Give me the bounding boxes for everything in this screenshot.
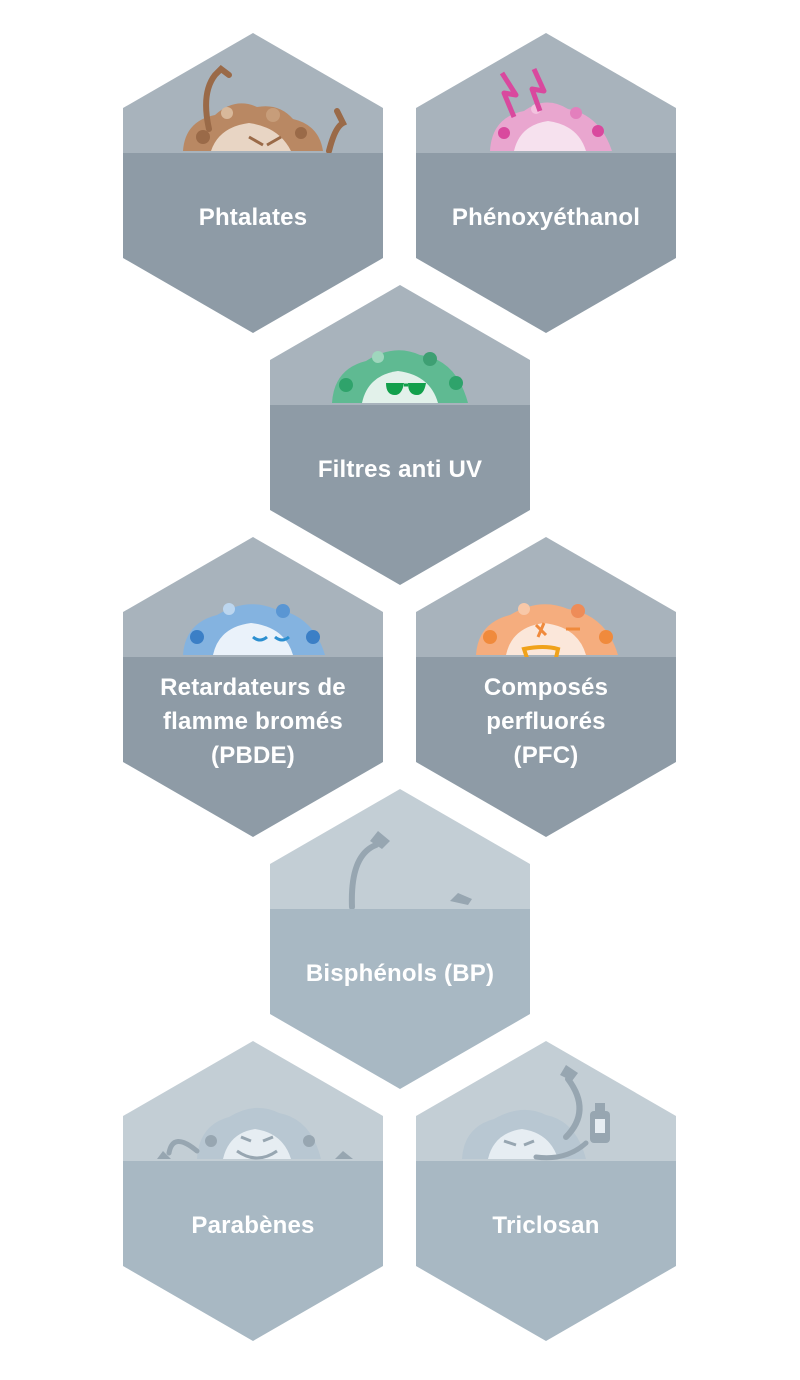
grey-hook-arm-icon xyxy=(348,831,472,910)
brown-creature-with-arms-icon xyxy=(183,65,348,154)
hex-composes-perfluores[interactable]: Composés perfluorés (PFC) xyxy=(416,537,676,837)
pink-creature-with-lightning-antennae-icon xyxy=(490,67,612,151)
grey-creature-with-spray-bottle-icon xyxy=(462,1065,610,1161)
grey-grinning-creature-icon xyxy=(157,1107,353,1160)
hex-phenoxyethanol[interactable]: Phénoxyéthanol xyxy=(416,33,676,333)
hex-triclosan[interactable]: Triclosan xyxy=(416,1041,676,1341)
hex-bottom xyxy=(123,153,383,333)
hex-top xyxy=(123,33,383,153)
hex-filtres-anti-uv[interactable]: Filtres anti UV xyxy=(270,285,530,585)
hex-parabenes[interactable]: Parabènes xyxy=(123,1041,383,1341)
green-creature-with-sunglasses-icon xyxy=(332,350,468,403)
blue-sleepy-creature-icon xyxy=(183,603,325,655)
orange-creature-tongue-out-icon xyxy=(476,603,618,674)
